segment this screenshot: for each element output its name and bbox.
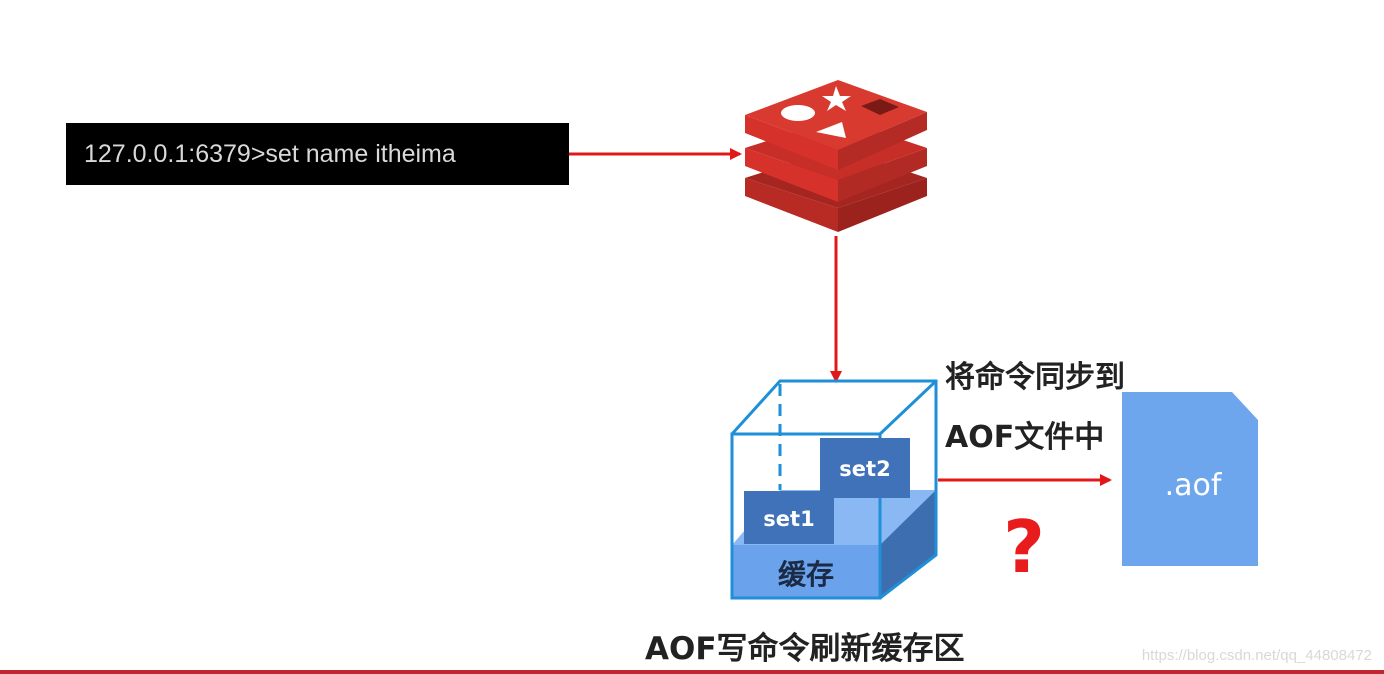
diagram-caption: AOF写命令刷新缓存区 — [645, 631, 965, 667]
question-mark-icon: ? — [1003, 505, 1045, 589]
buffer-command-set2: set2 — [839, 457, 890, 481]
buffer-label: 缓存 — [778, 558, 834, 591]
buffer-block-set1 — [744, 491, 834, 544]
redis-logo-icon — [745, 80, 927, 232]
aof-file-label: .aof — [1165, 468, 1223, 503]
sync-note-line1: 将命令同步到 — [945, 360, 1125, 395]
terminal-command: 127.0.0.1:6379>set name itheima — [66, 123, 569, 185]
bottom-accent-bar — [0, 670, 1384, 674]
aof-file-icon — [1122, 392, 1258, 566]
buffer-block-set2 — [820, 438, 910, 498]
buffer-command-set1: set1 — [763, 507, 814, 531]
sync-note-line2: AOF文件中 — [945, 420, 1105, 455]
watermark: https://blog.csdn.net/qq_44808472 — [1141, 647, 1372, 664]
